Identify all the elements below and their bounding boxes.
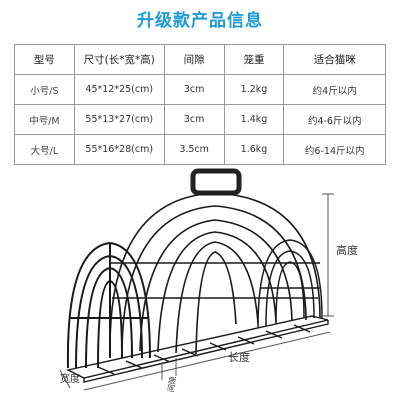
length-dimension-line: [83, 331, 331, 391]
width-dimension-line: [59, 369, 71, 389]
table-row: 中号/M 55*13*27(cm) 3cm 1.4kg 约4-6斤以内: [14, 104, 386, 135]
cell-weight: 1.2kg: [223, 74, 285, 105]
height-dimension-line: [322, 193, 334, 317]
gap-label: 间隙: [165, 375, 178, 392]
cell-cat-fit: 约6-14斤以内: [283, 134, 386, 165]
header-cat-fit: 适合猫咪: [283, 44, 386, 75]
cat-cage-illustration: 高度 长度 宽度 间隙: [59, 168, 358, 393]
header-gap: 间隙: [163, 44, 225, 75]
cell-cat-fit: 约4斤以内: [283, 74, 386, 105]
table-row: 小号/S 45*12*25(cm) 3cm 1.2kg 约4斤以内: [14, 74, 386, 105]
cell-size: 55*13*27(cm): [73, 104, 165, 135]
height-label: 高度: [336, 243, 358, 257]
spec-table: 型号 尺寸(长*宽*高) 间隙 笼重 适合猫咪 小号/S 45*12*25(cm…: [14, 44, 386, 165]
header-model: 型号: [14, 44, 75, 75]
cell-cat-fit: 约4-6斤以内: [283, 104, 386, 135]
cell-model: 大号/L: [14, 134, 75, 165]
page-title: 升级款产品信息: [137, 11, 263, 31]
header-weight: 笼重: [223, 44, 285, 75]
cell-weight: 1.4kg: [223, 104, 285, 135]
cage-back-arch-icon: [257, 239, 323, 329]
length-label: 长度: [228, 350, 250, 364]
cage-front-arch-icon: [66, 241, 151, 369]
table-row: 大号/L 55*16*28(cm) 3.5cm 1.6kg 约6-14斤以内: [14, 134, 386, 165]
gap-dimension-line: [161, 358, 177, 380]
cell-size: 45*12*25(cm): [73, 74, 165, 105]
cell-gap: 3cm: [163, 74, 225, 105]
cage-handle-icon: [190, 168, 242, 196]
table-header-row: 型号 尺寸(长*宽*高) 间隙 笼重 适合猫咪: [14, 44, 386, 75]
cage-floor-grid-icon: [65, 315, 329, 383]
cell-gap: 3cm: [163, 104, 225, 135]
cell-weight: 1.6kg: [223, 134, 285, 165]
width-label: 宽度: [60, 372, 80, 385]
cell-model: 小号/S: [14, 74, 75, 105]
cell-gap: 3.5cm: [163, 134, 225, 165]
header-size: 尺寸(长*宽*高): [73, 44, 165, 75]
cell-size: 55*16*28(cm): [73, 134, 165, 165]
cell-model: 中号/M: [14, 104, 75, 135]
